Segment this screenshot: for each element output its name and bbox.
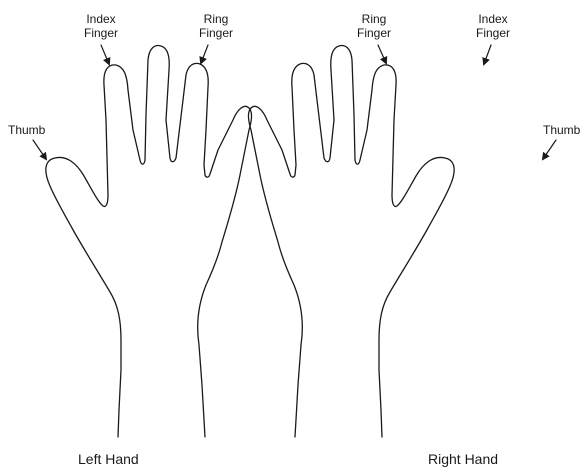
right-hand-caption: Right Hand [428, 451, 498, 467]
left-ring-label-line2: Finger [193, 26, 239, 40]
left-thumb-arrow [33, 140, 46, 159]
left-ring-arrow [201, 45, 208, 63]
left-index-arrow [101, 45, 109, 64]
left-hand-outline [46, 46, 252, 437]
left-hand-caption: Left Hand [78, 451, 139, 467]
right-ring-arrow [378, 45, 386, 63]
right-index-label-line1: Index [470, 12, 516, 26]
right-index-label-line2: Finger [470, 26, 516, 40]
right-index-arrow [484, 45, 491, 64]
right-thumb-label: Thumb [543, 123, 580, 137]
left-index-label: Index Finger [78, 12, 124, 40]
left-ring-label: Ring Finger [193, 12, 239, 40]
left-ring-label-line1: Ring [193, 12, 239, 26]
right-ring-label-line1: Ring [351, 12, 397, 26]
right-ring-label-line2: Finger [351, 26, 397, 40]
left-index-label-line1: Index [78, 12, 124, 26]
left-index-label-line2: Finger [78, 26, 124, 40]
right-ring-label: Ring Finger [351, 12, 397, 40]
right-thumb-arrow [543, 140, 556, 159]
right-index-label: Index Finger [470, 12, 516, 40]
right-hand-outline [248, 46, 454, 437]
left-thumb-label: Thumb [8, 123, 45, 137]
